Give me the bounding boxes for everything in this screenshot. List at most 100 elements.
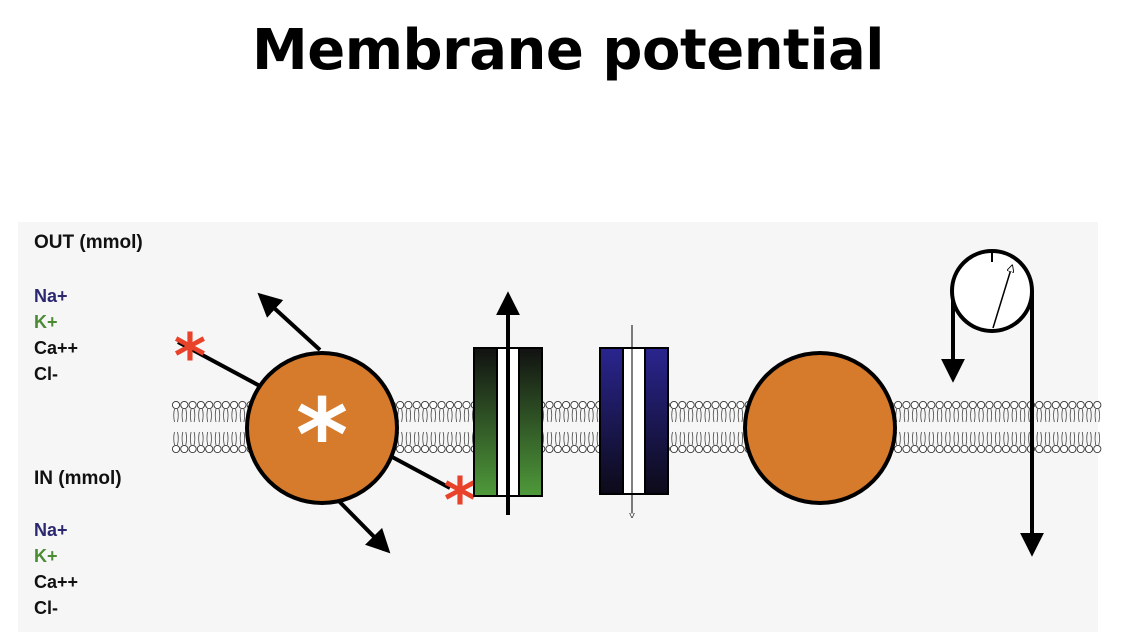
lipid-head xyxy=(960,444,969,454)
lipid-tail xyxy=(198,431,204,446)
lipid-head xyxy=(545,444,554,454)
lipid-tail xyxy=(189,408,196,423)
lipid-tail xyxy=(920,408,926,423)
lipid-tail xyxy=(447,408,453,423)
lipid-head xyxy=(171,400,181,410)
lipid-head xyxy=(1076,400,1085,410)
in-ion-ca: Ca++ xyxy=(34,572,79,592)
lipid-head xyxy=(230,444,239,454)
lipid-head xyxy=(1010,444,1019,454)
lipid-head xyxy=(230,400,239,410)
lipid-head xyxy=(396,444,405,454)
lipid-head xyxy=(1084,444,1094,454)
lipid-tail xyxy=(447,431,453,446)
lipid-head xyxy=(927,400,936,410)
lipid-tail xyxy=(239,431,246,446)
lipid-tail xyxy=(231,408,237,423)
lipid-tail xyxy=(928,408,934,423)
lipid-tail xyxy=(1044,431,1051,446)
lipid-tail xyxy=(422,408,428,423)
lipid-tail xyxy=(463,408,470,423)
lipid-tail xyxy=(737,431,744,446)
lipid-tail xyxy=(729,408,735,423)
lipid-head xyxy=(736,444,745,454)
lipid-head xyxy=(396,400,405,410)
lipid-tail xyxy=(986,408,993,423)
lipid-tail xyxy=(214,408,221,423)
lipid-tail xyxy=(430,431,436,446)
lipid-tail xyxy=(588,408,594,423)
lipid-tail xyxy=(1069,408,1076,423)
lipid-head xyxy=(188,444,197,454)
lipid-head xyxy=(570,444,579,454)
out-ion-k: K+ xyxy=(34,312,58,332)
lipid-tail xyxy=(1011,431,1017,446)
lipid-tail xyxy=(455,431,461,446)
lipid-tail xyxy=(995,431,1001,446)
red-asterisk-outer-icon: * xyxy=(174,320,206,393)
lipid-head xyxy=(404,444,413,454)
diagram-background xyxy=(18,222,1098,632)
white-asterisk-icon: * xyxy=(296,377,348,494)
red-asterisk-inner-icon: * xyxy=(444,464,476,537)
lipid-head xyxy=(993,400,1002,410)
lipid-head xyxy=(1018,444,1027,454)
lipid-head xyxy=(902,400,911,410)
lipid-tail xyxy=(712,431,719,446)
lipid-tail xyxy=(912,431,918,446)
lipid-tail xyxy=(912,408,918,423)
lipid-head xyxy=(711,444,720,454)
lipid-head xyxy=(943,444,952,454)
lipid-head xyxy=(578,444,587,454)
lipid-tail xyxy=(1078,431,1084,446)
lipid-head xyxy=(221,444,230,454)
lipid-tail xyxy=(430,408,436,423)
lipid-head xyxy=(719,444,728,454)
lipid-tail xyxy=(1061,408,1067,423)
lipid-head xyxy=(719,400,728,410)
lipid-head xyxy=(669,444,679,454)
lipid-head xyxy=(454,400,463,410)
lipid-tail xyxy=(679,408,685,423)
lipid-head xyxy=(968,400,977,410)
lipid-head xyxy=(935,400,944,410)
lipid-tail xyxy=(414,408,420,423)
lipid-head xyxy=(1051,400,1060,410)
lipid-tail xyxy=(1011,408,1017,423)
lipid-head xyxy=(429,444,438,454)
out-ion-ca: Ca++ xyxy=(34,338,79,358)
lipid-tail xyxy=(712,408,719,423)
lipid-head xyxy=(578,400,587,410)
lipid-tail xyxy=(928,431,934,446)
lipid-head xyxy=(196,400,205,410)
voltmeter-needle xyxy=(992,266,1012,329)
lipid-head xyxy=(910,400,919,410)
lipid-tail xyxy=(438,431,445,446)
lipid-tail xyxy=(970,408,976,423)
lipid-tail xyxy=(1019,431,1026,446)
lipid-head xyxy=(462,444,471,454)
lipid-head xyxy=(985,444,994,454)
lipid-head xyxy=(420,444,430,454)
lipid-tail xyxy=(1086,431,1092,446)
out-ion-cl: Cl- xyxy=(34,364,58,384)
lipid-tail xyxy=(961,431,968,446)
lipid-head xyxy=(1035,400,1044,410)
lipid-tail xyxy=(687,408,694,423)
out-section-label: OUT (mmol) xyxy=(34,232,143,253)
lipid-tail xyxy=(729,431,735,446)
out-ion-list: Na+ K+ Ca++ Cl- xyxy=(34,283,78,387)
lipid-head xyxy=(437,400,446,410)
lipid-tail xyxy=(970,431,976,446)
lipid-head xyxy=(728,444,737,454)
lipid-head xyxy=(213,400,222,410)
lipid-head xyxy=(918,444,928,454)
lipid-head xyxy=(1076,444,1085,454)
lipid-tail xyxy=(571,431,578,446)
lipid-tail xyxy=(920,431,926,446)
lipid-head xyxy=(736,400,745,410)
lipid-tail xyxy=(737,408,744,423)
potassium-channel xyxy=(473,291,543,515)
lipid-head xyxy=(1018,400,1027,410)
